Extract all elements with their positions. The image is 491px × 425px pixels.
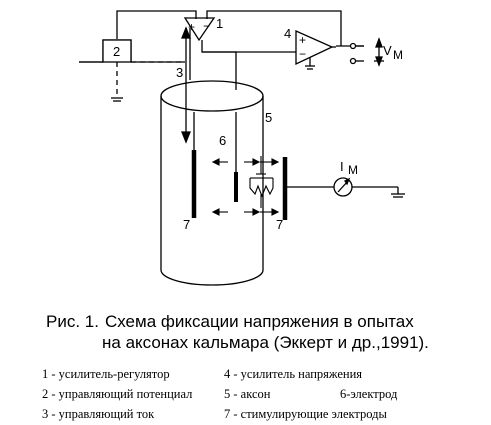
im-subscript: M — [348, 163, 358, 177]
label-7b: 7 — [276, 217, 283, 232]
legend-item-5: 5 - аксон — [224, 387, 271, 401]
ammeter: I M — [287, 159, 405, 198]
voltage-electrode: 6 — [219, 112, 238, 202]
legend-row: 3 - управляющий ток 7 - стимулирующие эл… — [42, 404, 488, 424]
feedback-wire — [116, 10, 364, 47]
figure-caption: Рис. 1. Схема фиксации напряжения в опыта… — [46, 311, 486, 353]
label-1: 1 — [216, 16, 223, 31]
legend-item-1: 1 - усилитель-регулятор — [42, 367, 170, 381]
caption-line-1: Схема фиксации напряжения в опытах — [104, 312, 414, 331]
current-electrode: 3 — [176, 26, 191, 144]
voltage-clamp-diagram: + − 1 2 3 5 7 — [79, 10, 405, 286]
label-3: 3 — [176, 65, 183, 80]
stimulating-electrode-inner: 7 — [183, 112, 197, 232]
plus-b-sign: + — [299, 33, 306, 47]
legend-item-2: 2 - управляющий потенциал — [42, 387, 193, 401]
plus-a-sign: + — [188, 20, 195, 34]
voltage-amplifier: + − 4 — [284, 26, 336, 70]
legend-row: 1 - усилитель-регулятор 4 - усилитель на… — [42, 364, 488, 384]
label-4: 4 — [284, 26, 291, 41]
legend: 1 - усилитель-регулятор 4 - усилитель на… — [42, 364, 488, 424]
legend-item-3: 3 - управляющий ток — [42, 407, 155, 421]
feedback-amplifier: + − 1 — [183, 16, 223, 49]
label-7a: 7 — [183, 217, 190, 232]
figure-number: Рис. 1. — [46, 312, 99, 331]
caption-line-2: на аксонах кальмара (Эккерт и др.,1991). — [102, 333, 429, 352]
vm-output: V M — [349, 37, 403, 67]
im-symbol: I — [340, 159, 344, 174]
legend-item-7: 7 - стимулирующие электроды — [224, 407, 387, 421]
minus-b-sign: − — [299, 47, 306, 61]
legend-item-4: 4 - усилитель напряжения — [224, 367, 363, 381]
minus-a-sign: − — [203, 19, 210, 33]
current-arrows — [211, 158, 280, 216]
vm-subscript: M — [393, 48, 403, 62]
label-5: 5 — [265, 110, 272, 125]
vm-symbol: V — [383, 43, 392, 58]
membrane-channel-icon — [249, 156, 274, 208]
axon-cylinder: 5 — [160, 80, 272, 286]
stimulating-electrode-outer: 7 — [276, 157, 288, 232]
label-6: 6 — [219, 133, 226, 148]
electrode-6-wire — [202, 51, 237, 90]
label-2: 2 — [113, 44, 120, 59]
legend-item-6: 6-электрод — [340, 387, 398, 401]
legend-row: 2 - управляющий потенциал 5 - аксон 6-эл… — [42, 384, 488, 404]
command-potential-step: 2 — [79, 39, 185, 102]
